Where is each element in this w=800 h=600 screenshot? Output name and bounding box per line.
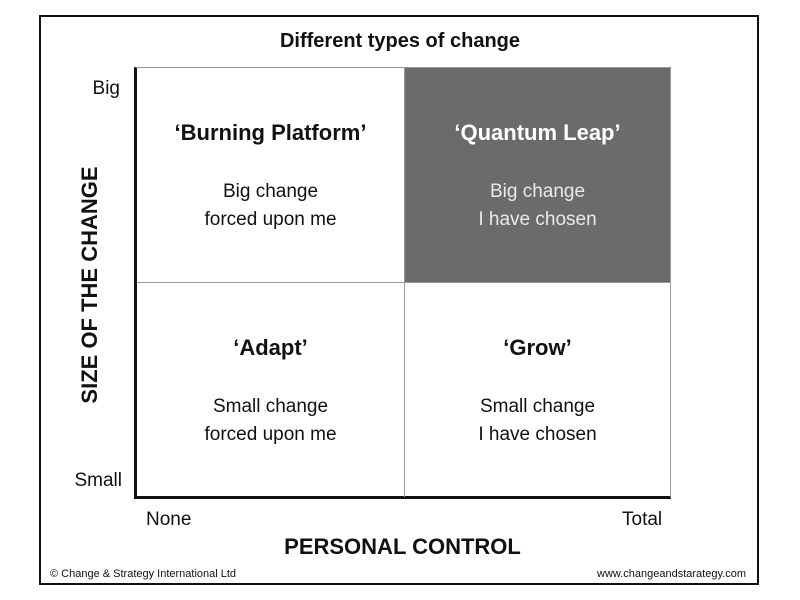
copyright-notice: © Change & Strategy International Ltd: [50, 568, 237, 580]
quadrant-title: ‘Burning Platform’: [174, 120, 367, 145]
quadrant-description: Small change forced upon me: [137, 393, 404, 449]
diagram-title: Different types of change: [279, 30, 521, 52]
quadrant-title: ‘Quantum Leap’: [454, 120, 621, 145]
website-url: www.changeandstarategy.com: [597, 568, 746, 580]
quadrant-description: Big change I have chosen: [405, 178, 670, 234]
quadrant-adapt: ‘Adapt’ Small change forced upon me: [137, 283, 405, 497]
quadrant-desc-line2: forced upon me: [204, 209, 337, 230]
quadrant-desc-line2: forced upon me: [204, 424, 337, 445]
quadrant-desc-line1: Small change: [212, 396, 329, 417]
y-axis-top-label: Big: [92, 78, 120, 99]
quadrant-desc-line2: I have chosen: [478, 209, 597, 230]
outer-frame: [39, 15, 759, 585]
quadrant-grid: ‘Burning Platform’ Big change forced upo…: [134, 67, 671, 499]
x-axis-left-label: None: [146, 509, 192, 530]
quadrant-description: Big change forced upon me: [137, 178, 404, 234]
quadrant-desc-line1: Small change: [479, 396, 596, 417]
quadrant-title: ‘Grow’: [503, 335, 572, 360]
y-axis-bottom-label: Small: [74, 470, 122, 491]
x-axis-right-label: Total: [622, 509, 663, 530]
quadrant-title: ‘Adapt’: [233, 335, 308, 360]
quadrant-description: Small change I have chosen: [405, 393, 670, 449]
quadrant-desc-line1: Big change: [222, 181, 319, 202]
quadrant-quantum-leap: ‘Quantum Leap’ Big change I have chosen: [405, 68, 670, 283]
quadrant-burning-platform: ‘Burning Platform’ Big change forced upo…: [137, 68, 405, 283]
quadrant-desc-line2: I have chosen: [478, 424, 597, 445]
quadrant-grow: ‘Grow’ Small change I have chosen: [405, 283, 670, 497]
quadrant-desc-line1: Big change: [489, 181, 586, 202]
x-axis-title: PERSONAL CONTROL: [284, 534, 521, 559]
y-axis-title: SIZE OF THE CHANGE: [77, 166, 102, 404]
